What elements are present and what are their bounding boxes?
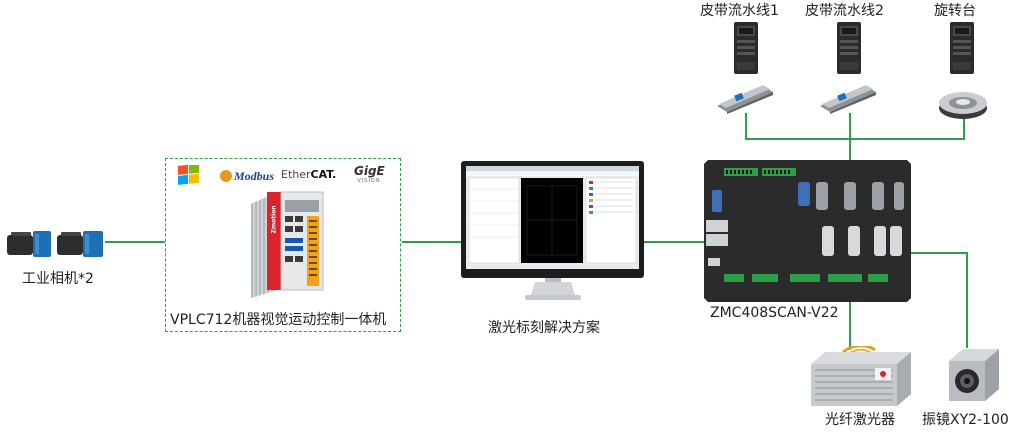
ethercat-logo: EtherCAT. <box>281 168 336 184</box>
modbus-gear-icon <box>220 170 232 182</box>
servo-drive-rotary <box>950 22 974 74</box>
windows-logo-icon <box>177 165 201 187</box>
gige-text: GigE <box>354 164 385 178</box>
vplc-label: VPLC712机器视觉运动控制一体机 <box>170 312 387 328</box>
ethercat-suffix: CAT. <box>310 168 337 181</box>
wire-cameras-to-vplc <box>105 241 165 243</box>
belt2-label: 皮带流水线2 <box>805 3 884 19</box>
wire-controller-to-laser <box>849 258 851 350</box>
belt2-conveyor <box>818 82 878 114</box>
fiber-laser-label: 光纤激光器 <box>825 412 895 428</box>
servo-drive-belt2 <box>837 22 861 74</box>
wire-belt1-drop <box>745 113 747 139</box>
wire-pc-to-controller <box>644 241 706 243</box>
modbus-logo: Modbus <box>220 168 274 184</box>
pc-monitor <box>461 161 644 311</box>
wire-rotary-drop <box>963 119 965 139</box>
controller-label: ZMC408SCAN-V22 <box>710 305 839 321</box>
belt1-conveyor <box>715 82 775 114</box>
rotary-label: 旋转台 <box>934 3 976 19</box>
wire-controller-to-galvo-h <box>888 252 968 254</box>
galvo-label: 振镜XY2-100 <box>922 412 1009 428</box>
zmotion-brand-label: Zmotion <box>270 205 278 234</box>
servo-drive-belt1 <box>734 22 758 74</box>
galvo-scanner-device <box>945 345 1001 403</box>
fiber-laser-device <box>805 346 915 408</box>
vplc712-device: Zmotion <box>247 190 327 300</box>
industrial-cameras <box>5 226 110 262</box>
vplc-dashed-frame <box>165 158 401 332</box>
gige-sub: VISION <box>357 178 381 184</box>
cameras-label: 工业相机*2 <box>22 271 94 287</box>
camera-2 <box>57 231 103 257</box>
wire-top-bus <box>745 138 965 140</box>
wire-controller-to-galvo-v <box>966 252 968 348</box>
gige-logo: GigE VISION <box>354 164 385 185</box>
belt1-label: 皮带流水线1 <box>700 3 779 19</box>
zmc408scan-controller <box>704 160 911 302</box>
wire-vplc-to-pc <box>402 241 462 243</box>
software-label: 激光标刻解决方案 <box>488 320 600 336</box>
wire-belt2-drop <box>849 113 851 139</box>
modbus-text: Modbus <box>234 168 275 183</box>
rotary-table <box>937 86 989 120</box>
ethercat-prefix: Ether <box>281 168 311 181</box>
camera-1 <box>7 231 51 257</box>
